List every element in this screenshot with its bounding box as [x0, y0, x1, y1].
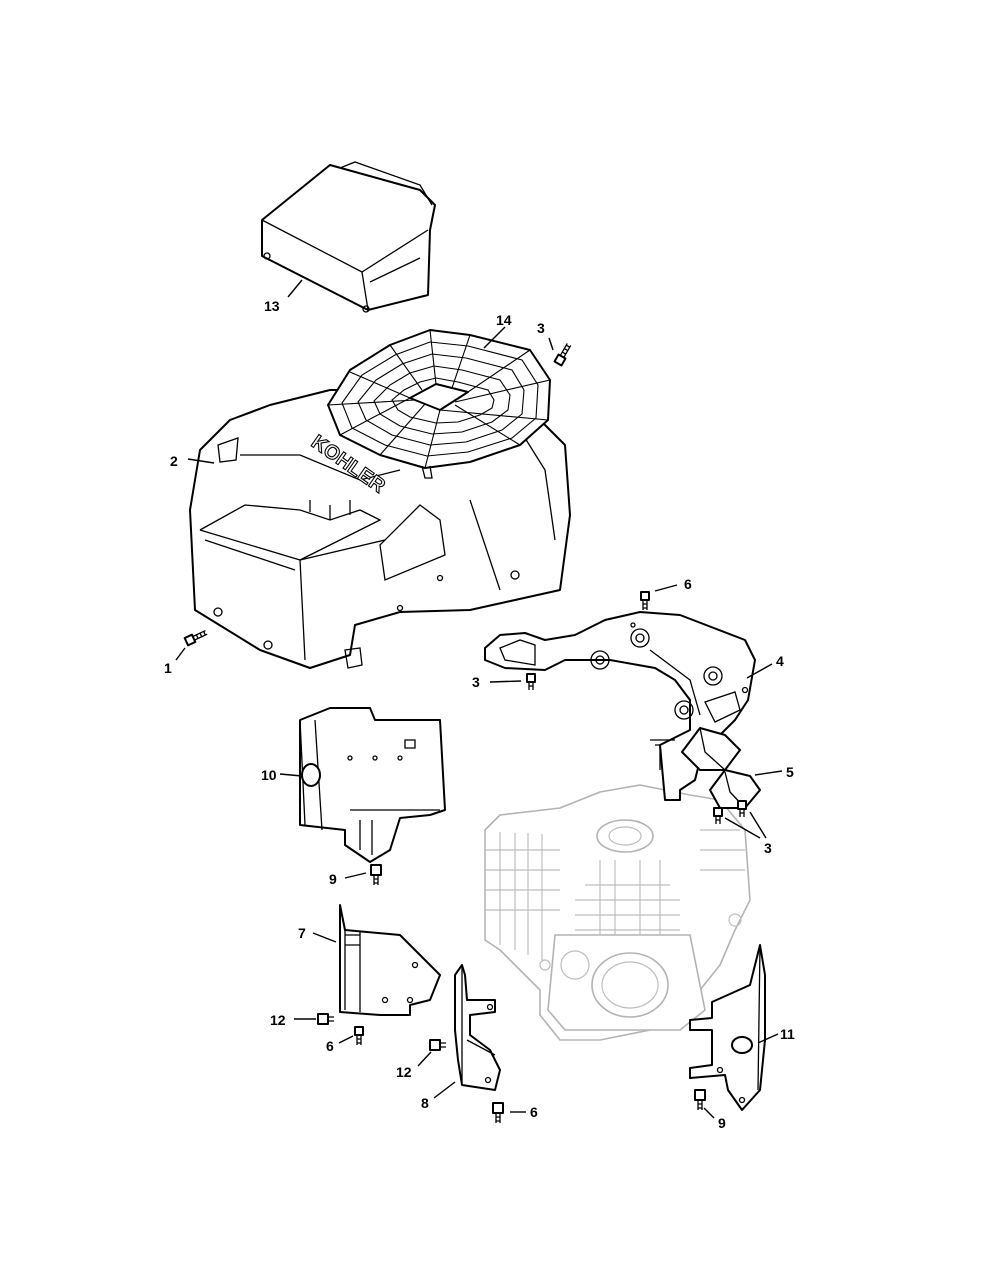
- part-11-side-shield: [689, 944, 766, 1111]
- part-5-clip: [681, 727, 761, 809]
- callout-11: 11: [780, 1026, 795, 1042]
- part-10-shield: [299, 707, 446, 863]
- callout-7: 7: [298, 925, 306, 941]
- part-8-bracket: [454, 964, 501, 1091]
- callout-3: 3: [764, 840, 772, 856]
- callout-12: 12: [270, 1012, 286, 1028]
- screw-3c: [713, 807, 723, 824]
- callout-1: 1: [164, 660, 172, 676]
- screw-3a: [553, 343, 572, 367]
- callout-6: 6: [684, 576, 692, 592]
- callout-3: 3: [537, 320, 545, 336]
- leader-lines: [175, 279, 783, 1119]
- callout-8: 8: [421, 1095, 429, 1111]
- screw-1: [183, 629, 208, 647]
- screw-6a: [640, 591, 650, 610]
- screw-9a: [370, 864, 382, 885]
- part-7-plate: [339, 904, 441, 1016]
- callout-14: 14: [496, 312, 512, 328]
- screw-3b: [526, 673, 536, 690]
- part-14-grille: [327, 329, 551, 479]
- part-13-cover: [261, 161, 436, 313]
- callout-3: 3: [472, 674, 480, 690]
- washer-12a: [317, 1013, 334, 1025]
- callout-labels: 13 14 3 2 1 6 4 3 10 5 3 9 7 12 6 12 8 6…: [164, 298, 795, 1131]
- screw-9b: [694, 1089, 706, 1110]
- callout-4: 4: [776, 653, 784, 669]
- callout-2: 2: [170, 453, 178, 469]
- screw-6c: [492, 1102, 504, 1123]
- callout-6: 6: [530, 1104, 538, 1120]
- screw-6b: [354, 1026, 364, 1045]
- callout-13: 13: [264, 298, 280, 314]
- callout-6: 6: [326, 1038, 334, 1054]
- washer-12b: [429, 1039, 446, 1051]
- screw-3d: [737, 800, 747, 817]
- callout-5: 5: [786, 764, 794, 780]
- callout-9: 9: [329, 871, 337, 887]
- callout-9: 9: [718, 1115, 726, 1131]
- callout-12: 12: [396, 1064, 412, 1080]
- callout-10: 10: [261, 767, 277, 783]
- part-4-baffle: [484, 611, 756, 801]
- engine-block-ghost: [484, 784, 751, 1041]
